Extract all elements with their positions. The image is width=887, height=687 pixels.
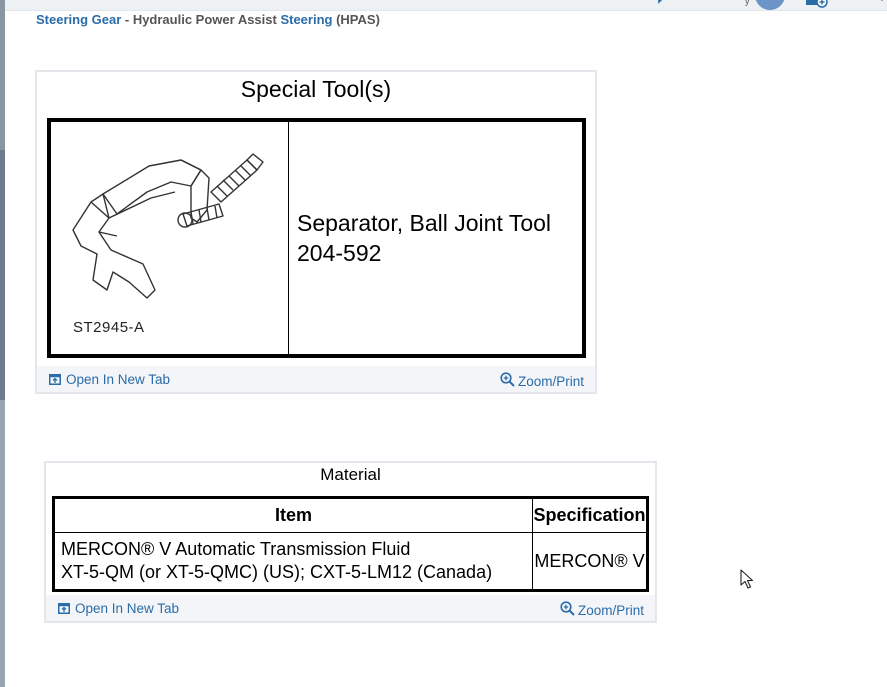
open-in-new-tab-icon bbox=[49, 374, 61, 385]
material-item-part-numbers: XT-5-QM (or XT-5-QMC) (US); CXT-5-LM12 (… bbox=[61, 562, 493, 582]
table-row: MERCON® V Automatic Transmission Fluid X… bbox=[53, 532, 648, 591]
material-table: Item Specification MERCON® V Automatic T… bbox=[52, 496, 649, 592]
open-in-new-tab-label: Open In New Tab bbox=[66, 372, 171, 387]
zoom-print-label: Zoom/Print bbox=[518, 374, 585, 389]
breadcrumb: Steering Gear - Hydraulic Power Assist S… bbox=[36, 12, 380, 27]
zoom-print-link[interactable]: Zoom/Print bbox=[500, 369, 584, 389]
material-figure: Material Item Specification MERCON® V Au… bbox=[44, 461, 657, 623]
open-in-new-tab-label: Open In New Tab bbox=[75, 601, 180, 616]
open-in-new-tab-link[interactable]: Open In New Tab bbox=[49, 372, 170, 387]
app-badge-icon[interactable] bbox=[806, 0, 828, 8]
special-tools-table: ST2945-A Separator, Ball Joint Tool 204-… bbox=[47, 118, 586, 358]
zoom-in-icon bbox=[500, 371, 515, 387]
edge-segment bbox=[0, 400, 5, 687]
column-header-item: Item bbox=[53, 497, 533, 533]
column-header-specification: Specification bbox=[532, 497, 648, 533]
edge-segment bbox=[0, 0, 5, 150]
tool-number: 204-592 bbox=[297, 240, 382, 266]
open-in-new-tab-link[interactable]: Open In New Tab bbox=[58, 601, 179, 616]
material-specification-cell: MERCON® V bbox=[534, 550, 645, 571]
tool-illustration-cell: ST2945-A bbox=[51, 122, 289, 354]
mouse-pointer-icon bbox=[740, 569, 754, 589]
zoom-print-link[interactable]: Zoom/Print bbox=[560, 598, 644, 618]
tool-name: Separator, Ball Joint Tool bbox=[297, 210, 552, 236]
illustration-code: ST2945-A bbox=[73, 319, 145, 336]
user-avatar[interactable] bbox=[755, 0, 785, 10]
toolbar-text-fragment: y bbox=[745, 0, 750, 6]
breadcrumb-text: - Hydraulic Power Assist bbox=[121, 12, 281, 27]
material-item-cell: MERCON® V Automatic Transmission Fluid X… bbox=[53, 532, 533, 591]
material-title: Material bbox=[320, 465, 381, 484]
left-window-edge bbox=[0, 0, 5, 687]
open-in-new-tab-icon bbox=[58, 603, 70, 614]
zoom-print-label: Zoom/Print bbox=[578, 603, 645, 618]
ball-joint-separator-illustration bbox=[72, 153, 264, 299]
breadcrumb-link-steering-gear[interactable]: Steering Gear bbox=[36, 12, 122, 27]
figure-footer: Open In New Tab Zoom/Print bbox=[46, 595, 655, 621]
chat-icon[interactable] bbox=[656, 0, 670, 4]
table-header-row: Item Specification bbox=[53, 497, 648, 533]
figure-footer: Open In New Tab Zoom/Print bbox=[37, 366, 595, 392]
special-tools-title: Special Tool(s) bbox=[240, 76, 392, 102]
breadcrumb-link-steering[interactable]: Steering bbox=[280, 12, 333, 27]
top-toolbar: y bbox=[5, 0, 887, 11]
zoom-in-icon bbox=[560, 600, 575, 616]
tool-description-cell: Separator, Ball Joint Tool 204-592 bbox=[289, 122, 582, 354]
breadcrumb-suffix: (HPAS) bbox=[332, 12, 380, 27]
chevron-down-icon[interactable] bbox=[877, 0, 887, 4]
material-item-name: MERCON® V Automatic Transmission Fluid bbox=[61, 539, 411, 559]
edge-segment bbox=[0, 150, 5, 400]
special-tools-figure: Special Tool(s) bbox=[35, 70, 597, 394]
